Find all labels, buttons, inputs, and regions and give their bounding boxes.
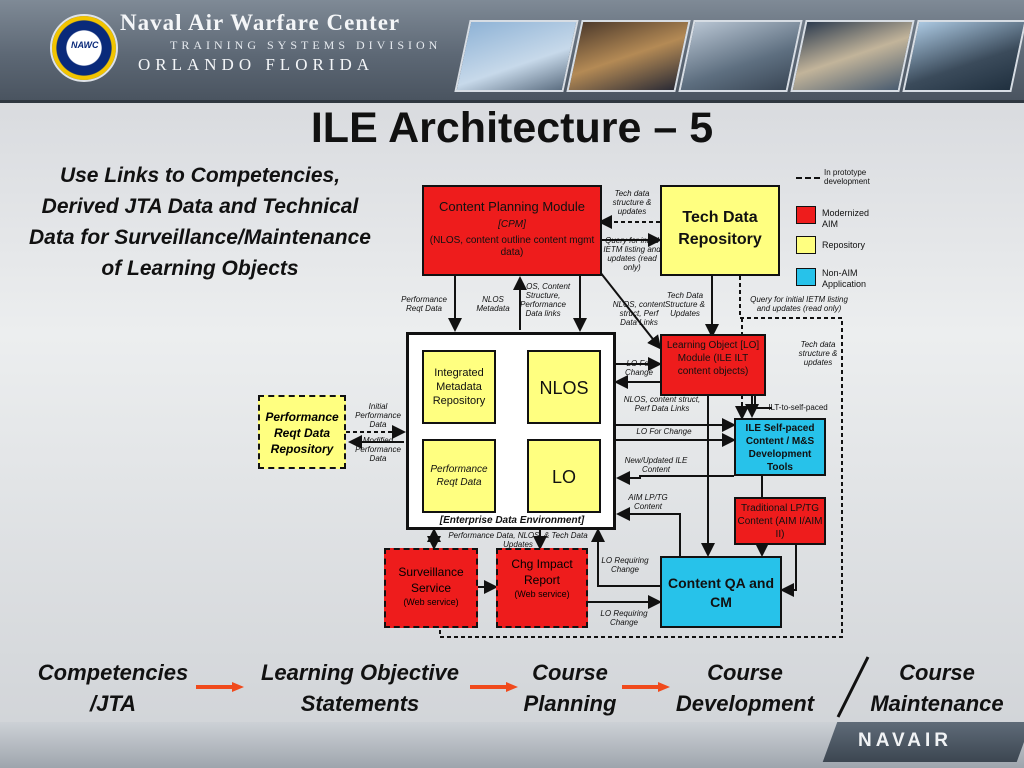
process-arrow-3 <box>622 682 670 692</box>
content-qa-cm[interactable]: Content QA and CM <box>660 556 782 628</box>
performance-reqt-data-repository[interactable]: Performance Reqt Data Repository <box>258 395 346 469</box>
label-lo-for-change-1: LO For Change <box>624 359 654 377</box>
label-initial-perf-data: Initial Performance Data <box>355 402 401 429</box>
process-step-competencies: Competencies /JTA <box>37 660 189 716</box>
conn-cpm-lo <box>599 271 662 350</box>
chg-impact-report[interactable]: Chg Impact Report (Web service) <box>496 548 588 628</box>
traditional-lp-tg-content[interactable]: Traditional LP/TG Content (AIM I/AIM II) <box>734 497 826 545</box>
process-step-learning-objective: Learning Objective Statements <box>260 660 460 716</box>
conn-traditional-qa <box>780 545 797 597</box>
cpm-box[interactable]: Content Planning Module [CPM] (NLOS, con… <box>422 185 602 276</box>
cpm-title: Content Planning Module <box>439 199 585 214</box>
header-location: ORLANDO FLORIDA <box>138 55 375 74</box>
header-banner: NAWC Naval Air Warfare Center TRAINING S… <box>0 0 1024 103</box>
label-new-updated-ile: New/Updated ILE Content <box>624 456 688 474</box>
label-query-initial-2: Query for initial IETM listing and updat… <box>750 295 848 313</box>
label-tech-data-struct-updates: Tech data structure & updates <box>612 189 652 216</box>
integrated-metadata-repository[interactable]: Integrated Metadata Repository <box>422 350 496 424</box>
process-step-course-development: Course Development <box>675 660 815 716</box>
nlos-box[interactable]: NLOS <box>527 350 601 424</box>
legend-repository-label: Repository <box>822 240 866 250</box>
legend-repository-swatch <box>796 236 816 254</box>
header-title: Naval Air Warfare Center <box>120 10 401 35</box>
process-arrow-2 <box>470 682 518 692</box>
legend-prototype-line <box>796 177 820 179</box>
performance-reqt-data-inner[interactable]: Performance Reqt Data <box>422 439 496 513</box>
label-nlos-content-struct: NLOS, Content Structure, Performance Dat… <box>515 282 571 318</box>
process-arrow-1 <box>196 682 244 692</box>
slide-title: ILE Architecture – 5 <box>310 104 714 152</box>
chg-impact-title: Chg Impact Report <box>511 557 573 587</box>
label-perf-nlos-tech-updates: Performance Data, NLOS, & Tech Data Upda… <box>448 531 588 549</box>
label-lo-requiring-change-1: LO Requiring Change <box>601 556 649 574</box>
label-lo-for-change-2: LO For Change <box>636 427 692 436</box>
surveillance-sub: (Web service) <box>403 597 459 607</box>
label-modified-perf-data: Modified Performance Data <box>355 436 401 463</box>
lo-box[interactable]: LO <box>527 439 601 513</box>
label-tech-data-structure-updates: Tech Data Structure & Updates <box>664 291 705 318</box>
legend-modernized-label: Modernized AIM <box>822 208 870 229</box>
legend-modernized-swatch <box>796 206 816 224</box>
legend-non-aim-label: Non-AIM Application <box>822 268 867 289</box>
cpm-tag: [CPM] <box>498 219 526 230</box>
surveillance-service[interactable]: Surveillance Service (Web service) <box>384 548 478 628</box>
chg-impact-sub: (Web service) <box>514 589 570 599</box>
conn-qa-ede-aim <box>616 507 681 556</box>
ile-self-paced-tools[interactable]: ILE Self-paced Content / M&S Development… <box>734 418 826 476</box>
learning-object-module[interactable]: Learning Object [LO] Module (ILE ILT con… <box>660 334 766 396</box>
header-subtitle: TRAINING SYSTEMS DIVISION <box>170 38 442 52</box>
conn-tech-dashed-loop <box>439 276 843 638</box>
conn-qa-ede-lo <box>591 528 660 587</box>
nawc-logo: NAWC <box>50 14 118 82</box>
label-tech-data-struct-right: Tech data structure & updates <box>798 340 838 367</box>
conn-selfpaced-ede <box>616 471 734 485</box>
label-ilt-to-self-paced: ILT-to-self-paced <box>768 403 828 412</box>
legend-prototype-label: In prototype development <box>824 168 870 186</box>
ede-label: [Enterprise Data Environment] <box>439 515 585 526</box>
label-lo-requiring-change-2: LO Requiring Change <box>600 609 648 627</box>
process-divider-slash <box>836 656 870 718</box>
surveillance-title: Surveillance Service <box>398 565 464 595</box>
process-step-course-maintenance: Course Maintenance <box>870 660 1004 716</box>
label-aim-lp-tg: AIM LP/TG Content <box>628 493 668 511</box>
label-nlos-content-struct-perf: NLOS, content struct, Perf Data Links <box>612 300 666 327</box>
navair-logo: NAVAIR <box>858 730 953 751</box>
label-nlos-content-struct-perf-2: NLOS, content struct, Perf Data Links <box>623 395 701 413</box>
label-perf-reqt-data: Performance Reqt Data <box>401 295 447 313</box>
logo-text: NAWC <box>71 40 99 50</box>
label-query-initial: Query for initial IETM listing and updat… <box>603 236 661 272</box>
legend-non-aim-swatch <box>796 268 816 286</box>
label-nlos-metadata: NLOS Metadata <box>476 295 510 313</box>
cpm-subtitle: (NLOS, content outline content mgmt data… <box>429 235 595 258</box>
lead-text: Use Links to Competencies, Derived JTA D… <box>29 164 371 280</box>
tech-data-repository[interactable]: Tech Data Repository <box>660 185 780 276</box>
process-step-course-planning: Course Planning <box>523 660 617 716</box>
